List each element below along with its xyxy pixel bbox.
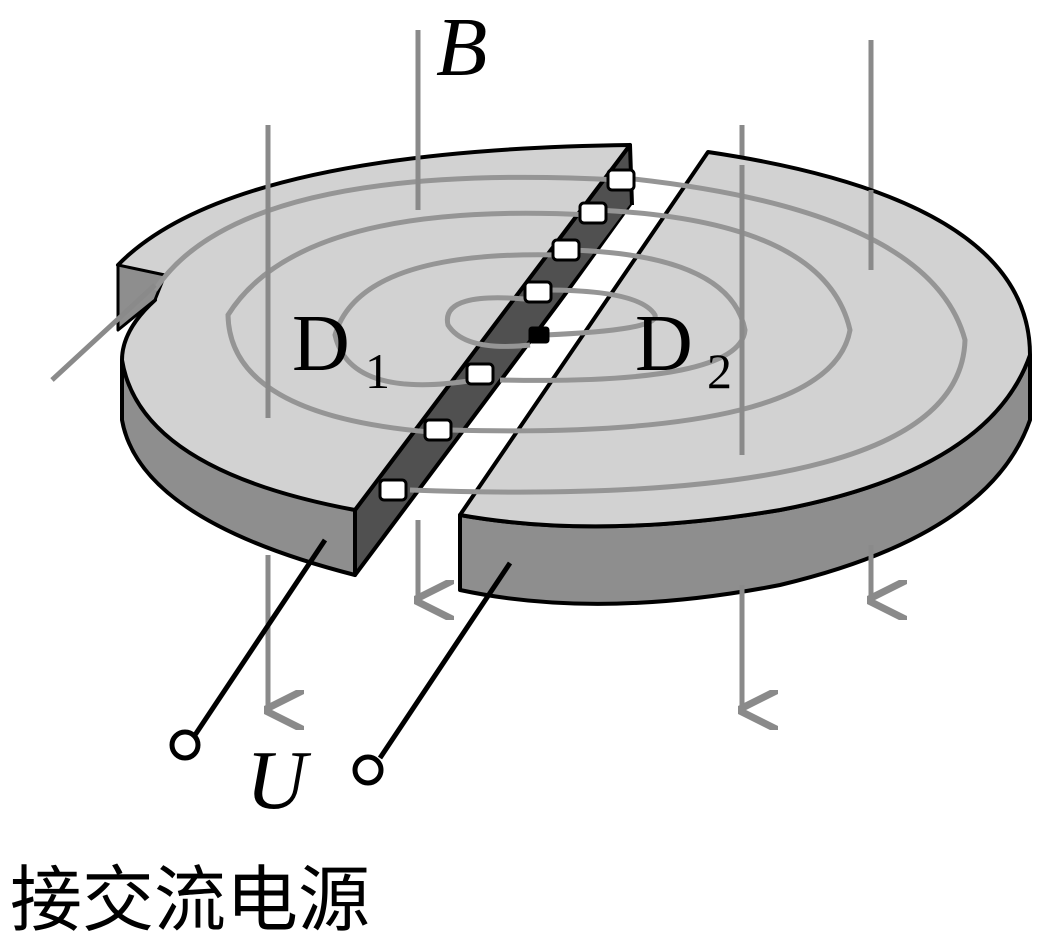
lead-wire-d2 (377, 561, 513, 760)
orbit-node (423, 418, 453, 442)
orbit-node (578, 201, 608, 225)
orbit-node (523, 280, 553, 304)
exit-beam (50, 283, 157, 382)
terminal-left (169, 729, 201, 761)
caption: 接交流电源 (10, 858, 370, 942)
orbit-node (465, 362, 495, 386)
orbit-node (606, 168, 636, 192)
orbit-node (551, 238, 581, 262)
voltage-leads (192, 538, 513, 760)
orbits-d1 (152, 174, 621, 435)
voltage-label: U (246, 734, 312, 827)
dee-d1-label: D (292, 300, 350, 388)
orbits-d2 (409, 175, 968, 495)
accelerating-gap (412, 205, 660, 510)
terminal-right (352, 754, 384, 786)
dee-d2-label: D (635, 300, 693, 388)
dee-d2-subscript: 2 (707, 343, 732, 399)
lead-wire-d1 (192, 538, 328, 737)
field-label: B (436, 1, 487, 94)
orbit-nodes (378, 168, 636, 502)
field-lines-on-disk (265, 155, 874, 455)
dee-d1-subscript: 1 (365, 343, 390, 399)
field-lines-lower (268, 520, 871, 710)
ion-source (528, 326, 550, 344)
orbit-node (378, 478, 408, 502)
